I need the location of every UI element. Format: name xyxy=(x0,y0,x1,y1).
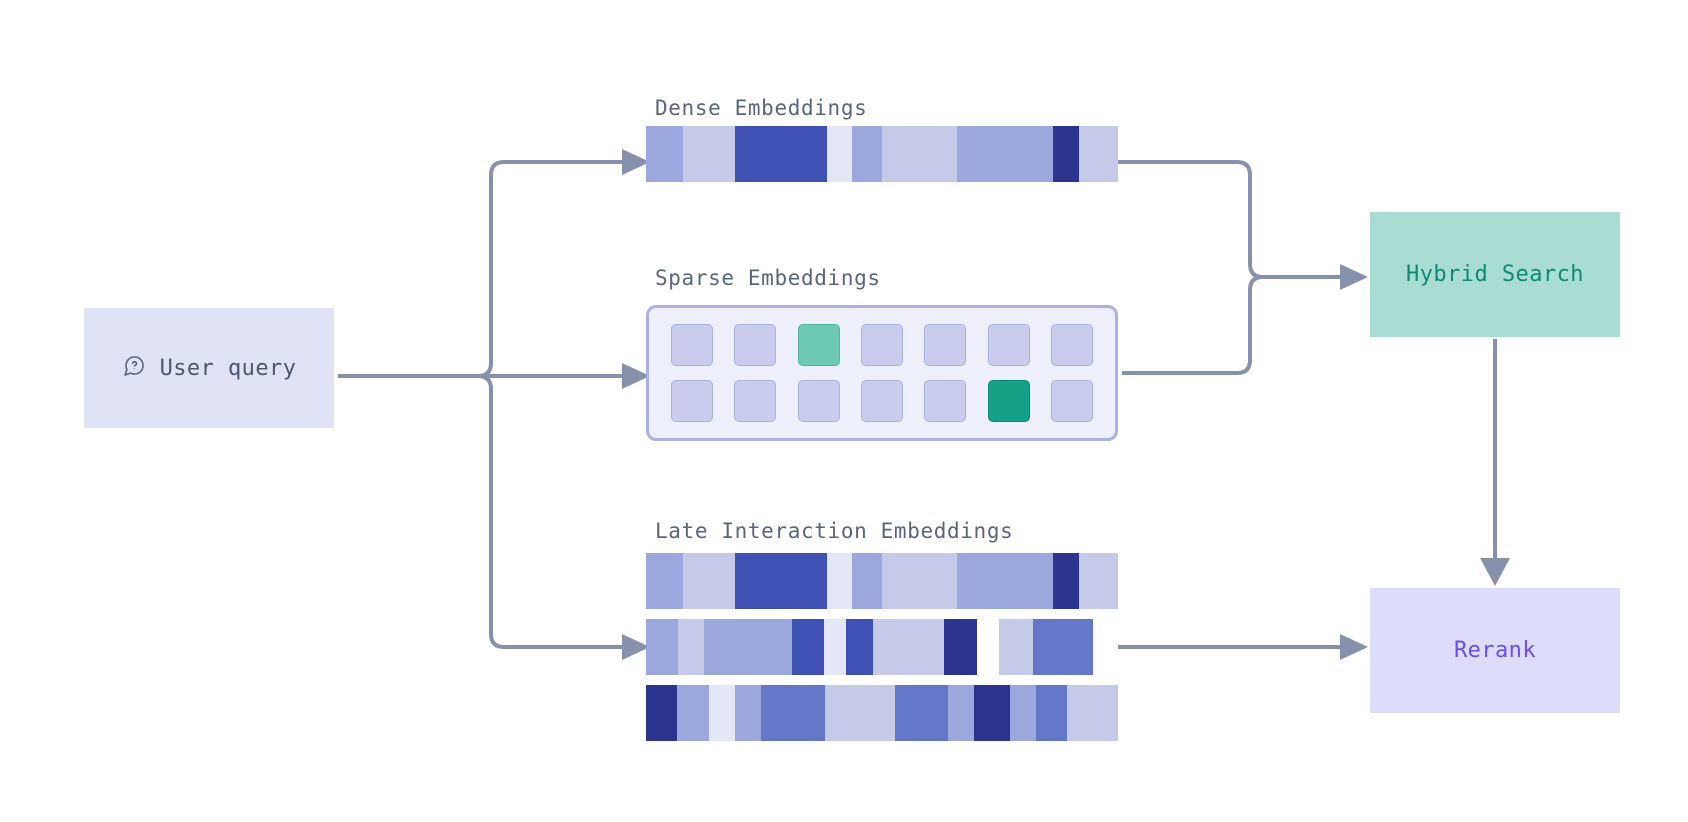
embedding-segment xyxy=(999,619,1033,675)
embedding-segment xyxy=(1053,126,1079,182)
sparse-embedding-grid xyxy=(646,305,1118,441)
embedding-segment xyxy=(735,126,827,182)
sparse-cell-inactive xyxy=(987,324,1030,366)
sparse-embeddings-title: Sparse Embeddings xyxy=(655,266,881,290)
late-interaction-row-3 xyxy=(646,685,1118,741)
embedding-segment xyxy=(678,619,704,675)
edge-query-to-late xyxy=(477,374,622,649)
sparse-cell-active xyxy=(987,380,1030,422)
sparse-cell-inactive xyxy=(1050,324,1093,366)
embedding-segment xyxy=(824,619,846,675)
embedding-segment xyxy=(846,619,873,675)
embedding-segment xyxy=(704,619,792,675)
sparse-cell-inactive xyxy=(1050,380,1093,422)
embedding-segment xyxy=(852,126,882,182)
embedding-segment xyxy=(1033,619,1093,675)
embedding-segment xyxy=(735,553,827,609)
dense-embeddings-title: Dense Embeddings xyxy=(655,96,868,120)
embedding-segment xyxy=(735,685,761,741)
arrowhead-rerank xyxy=(1340,634,1368,660)
embedding-segment xyxy=(948,685,974,741)
embedding-segment xyxy=(1067,685,1118,741)
sparse-cell-inactive xyxy=(860,324,903,366)
embedding-segment xyxy=(677,685,709,741)
embedding-segment xyxy=(974,685,1010,741)
embedding-segment xyxy=(1010,685,1036,741)
dense-embedding-bar xyxy=(646,126,1118,182)
embedding-segment xyxy=(827,553,852,609)
embedding-segment xyxy=(683,126,735,182)
sparse-cell-inactive xyxy=(671,380,713,422)
embedding-segment xyxy=(646,619,678,675)
user-query-label: User query xyxy=(159,355,297,381)
embedding-segment xyxy=(646,553,683,609)
sparse-cell-inactive xyxy=(924,324,967,366)
late-interaction-row-2 xyxy=(646,619,1118,675)
embedding-segment xyxy=(683,553,735,609)
embedding-segment xyxy=(882,553,957,609)
embedding-segment xyxy=(1036,685,1067,741)
node-rerank[interactable]: Rerank xyxy=(1370,588,1620,713)
sparse-cell-active xyxy=(797,324,840,366)
arrowhead-rerank-vertical xyxy=(1480,558,1510,586)
late-interaction-embeddings-title: Late Interaction Embeddings xyxy=(655,519,1014,543)
embedding-segment xyxy=(957,553,1053,609)
node-user-query[interactable]: User query xyxy=(84,308,334,428)
edge-query-to-dense xyxy=(477,160,622,378)
embedding-segment xyxy=(827,126,852,182)
sparse-grid-row xyxy=(671,380,1093,422)
embedding-segment xyxy=(1079,553,1118,609)
embedding-segment xyxy=(709,685,735,741)
sparse-grid-row xyxy=(671,324,1093,366)
embedding-segment xyxy=(957,126,1053,182)
sparse-cell-inactive xyxy=(924,380,967,422)
hybrid-search-label: Hybrid Search xyxy=(1406,262,1584,287)
embedding-segment xyxy=(825,685,895,741)
rerank-label: Rerank xyxy=(1453,638,1537,663)
embedding-segment xyxy=(977,619,999,675)
embedding-segment xyxy=(646,685,677,741)
edge-dense-to-hybrid xyxy=(1118,160,1340,279)
sparse-cell-inactive xyxy=(734,324,777,366)
embedding-segment xyxy=(944,619,977,675)
question-speech-bubble-icon xyxy=(122,354,146,382)
embedding-segment xyxy=(646,126,683,182)
embedding-segment xyxy=(1079,126,1118,182)
sparse-cell-inactive xyxy=(797,380,840,422)
embedding-segment xyxy=(873,619,944,675)
edge-sparse-to-hybrid xyxy=(1122,275,1340,375)
embedding-segment xyxy=(1053,553,1079,609)
late-interaction-row-1 xyxy=(646,553,1118,609)
sparse-cell-inactive xyxy=(860,380,903,422)
embedding-segment xyxy=(895,685,948,741)
embedding-segment xyxy=(852,553,882,609)
sparse-cell-inactive xyxy=(734,380,777,422)
node-hybrid-search[interactable]: Hybrid Search xyxy=(1370,212,1620,337)
sparse-cell-inactive xyxy=(671,324,713,366)
arrowhead-hybrid xyxy=(1340,264,1368,290)
embedding-segment xyxy=(1093,619,1118,675)
embedding-segment xyxy=(882,126,957,182)
embedding-segment xyxy=(792,619,824,675)
embedding-segment xyxy=(761,685,825,741)
